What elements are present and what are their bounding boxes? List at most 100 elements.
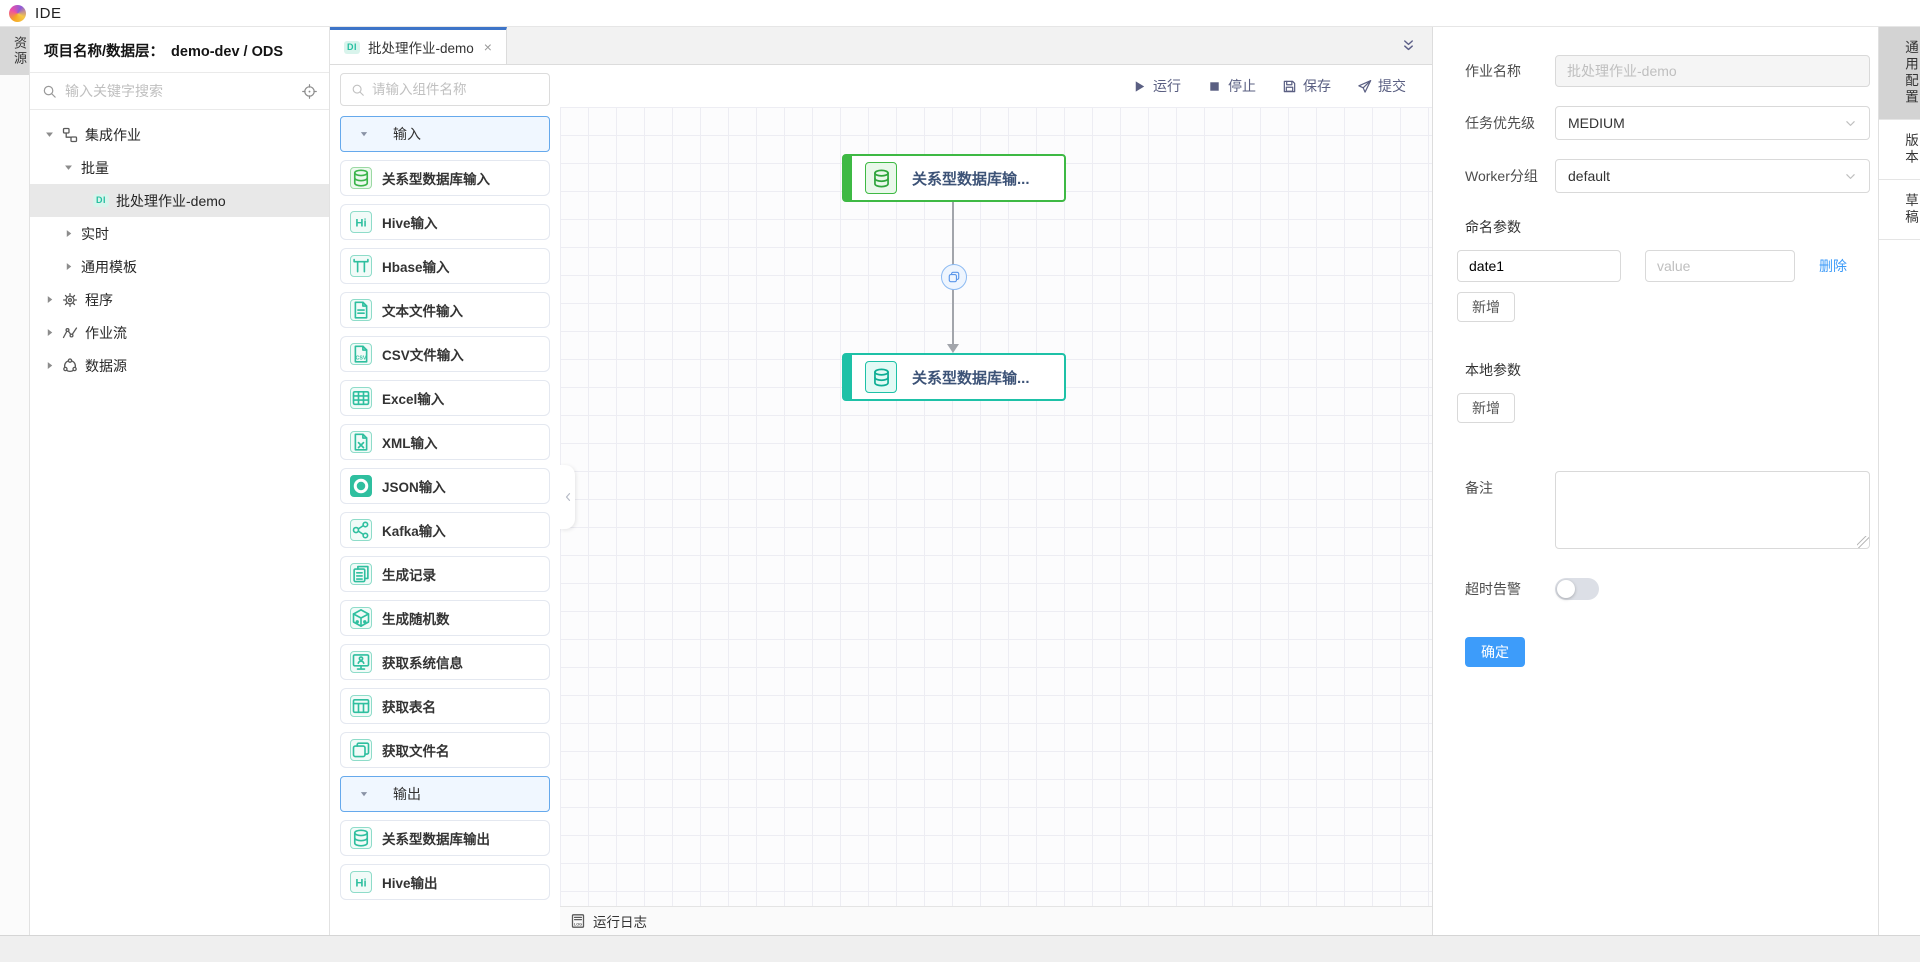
left-tab-resources[interactable]: 资源 — [0, 27, 29, 75]
job-name-input[interactable] — [1555, 55, 1870, 87]
palette-group-header[interactable]: 输入 — [340, 116, 550, 152]
worker-group-select[interactable]: default — [1555, 159, 1870, 193]
edge-copy-badge[interactable] — [941, 264, 967, 290]
caret-right-icon[interactable] — [63, 228, 74, 239]
run-button[interactable]: 运行 — [1132, 76, 1181, 96]
priority-select[interactable]: MEDIUM — [1555, 106, 1870, 140]
timeout-alarm-toggle[interactable] — [1555, 578, 1599, 600]
csv-file-icon: CSV — [350, 343, 372, 365]
named-params-add-button[interactable]: 新增 — [1457, 292, 1515, 322]
locate-icon[interactable] — [302, 83, 317, 99]
priority-label: 任务优先级 — [1465, 115, 1535, 131]
palette-item[interactable]: Hbase输入 — [340, 248, 550, 284]
palette-item-label: Excel输入 — [382, 392, 445, 407]
palette-item-label: 关系型数据库输出 — [382, 832, 490, 847]
caret-right-icon[interactable] — [44, 327, 55, 338]
caret-down-icon — [359, 129, 369, 139]
table-name-icon — [350, 695, 372, 717]
palette-item[interactable]: Excel输入 — [340, 380, 550, 416]
local-params-label: 本地参数 — [1465, 362, 1521, 378]
tree-item[interactable]: 集成作业 — [30, 118, 329, 151]
tree-item[interactable]: 批量 — [30, 151, 329, 184]
param-value-input[interactable] — [1645, 250, 1795, 282]
palette-item[interactable]: XML输入 — [340, 424, 550, 460]
config-panel: 作业名称 任务优先级 MEDIUM Worker分组 default 命名参数 … — [1432, 27, 1878, 935]
right-tab-版本[interactable]: 版本 — [1879, 120, 1920, 180]
palette-item[interactable]: 获取文件名 — [340, 732, 550, 768]
confirm-button[interactable]: 确定 — [1465, 637, 1525, 667]
tabbar-collapse[interactable] — [1385, 27, 1432, 64]
param-key-input[interactable] — [1457, 250, 1621, 282]
caret-right-icon[interactable] — [44, 294, 55, 305]
editor-tabbar: DI 批处理作业-demo × — [330, 27, 1432, 65]
node-label: 关系型数据库输... — [912, 369, 1030, 387]
save-icon — [1282, 79, 1297, 94]
toolbar-button-label: 运行 — [1153, 78, 1181, 94]
palette-collapse-handle[interactable] — [560, 465, 575, 529]
timeout-alarm-label: 超时告警 — [1465, 581, 1521, 597]
palette-item[interactable]: 获取系统信息 — [340, 644, 550, 680]
tree-item[interactable]: 程序 — [30, 283, 329, 316]
palette-item[interactable]: 获取表名 — [340, 688, 550, 724]
palette-item[interactable]: Kafka输入 — [340, 512, 550, 548]
tree-item-label: 程序 — [85, 291, 113, 308]
hive-icon: Hi — [350, 871, 372, 893]
run-log-bar[interactable]: LOG 运行日志 — [560, 906, 1432, 935]
palette-group-header[interactable]: 输出 — [340, 776, 550, 812]
datasource-icon — [62, 357, 78, 374]
gear-icon — [62, 292, 78, 308]
component-search-input[interactable] — [372, 82, 549, 97]
xml-icon — [350, 431, 372, 453]
local-params-add-button[interactable]: 新增 — [1457, 393, 1515, 423]
tree-item[interactable]: 数据源 — [30, 349, 329, 382]
app-title: IDE — [35, 4, 62, 22]
palette-item[interactable]: JSON输入 — [340, 468, 550, 504]
palette-item-label: Hive输入 — [382, 216, 438, 231]
stop-button[interactable]: 停止 — [1207, 76, 1256, 96]
save-button[interactable]: 保存 — [1282, 76, 1331, 96]
tree-item[interactable]: 作业流 — [30, 316, 329, 349]
tree-item[interactable]: 通用模板 — [30, 250, 329, 283]
worker-group-label: Worker分组 — [1465, 168, 1538, 184]
palette-item[interactable]: 关系型数据库输入 — [340, 160, 550, 196]
right-tab-general-config[interactable]: 通用配置 — [1879, 27, 1920, 120]
kafka-icon — [350, 519, 372, 541]
palette-item[interactable]: 生成记录 — [340, 556, 550, 592]
svg-text:CSV: CSV — [356, 355, 367, 361]
node-db-output[interactable]: 关系型数据库输... — [842, 353, 1066, 401]
keyword-search-input[interactable] — [65, 83, 294, 99]
right-tab-草稿[interactable]: 草稿 — [1879, 180, 1920, 240]
param-delete-link[interactable]: 删除 — [1819, 258, 1847, 274]
flow-canvas[interactable]: 关系型数据库输... 关系型数据库输... — [560, 107, 1432, 906]
worker-group-value: default — [1568, 168, 1611, 184]
sysinfo-icon — [350, 651, 372, 673]
node-db-input[interactable]: 关系型数据库输... — [842, 154, 1066, 202]
caret-down-icon[interactable] — [63, 162, 74, 173]
palette-item[interactable]: 关系型数据库输出 — [340, 820, 550, 856]
run-log-label: 运行日志 — [593, 915, 647, 930]
submit-button[interactable]: 提交 — [1357, 76, 1406, 96]
tab-close-icon[interactable]: × — [483, 39, 492, 55]
database-input-icon — [871, 168, 892, 189]
palette-item[interactable]: 生成随机数 — [340, 600, 550, 636]
records-icon — [350, 563, 372, 585]
editor-tab-active[interactable]: DI 批处理作业-demo × — [330, 27, 507, 64]
toolbar-button-label: 停止 — [1228, 78, 1256, 94]
file-name-icon — [350, 739, 372, 761]
app-logo-icon — [9, 4, 26, 22]
caret-down-icon[interactable] — [44, 129, 55, 140]
caret-right-icon[interactable] — [44, 360, 55, 371]
double-chevron-down-icon — [1401, 38, 1416, 53]
caret-right-icon[interactable] — [63, 261, 74, 272]
priority-value: MEDIUM — [1568, 115, 1625, 131]
remark-textarea[interactable] — [1555, 471, 1870, 549]
chevron-left-icon — [562, 491, 574, 503]
palette-item[interactable]: 文本文件输入 — [340, 292, 550, 328]
tree-item[interactable]: 实时 — [30, 217, 329, 250]
palette-item-label: XML输入 — [382, 436, 438, 451]
explorer-panel: 项目名称/数据层：demo-dev / ODS 集成作业批量DI批处理作业-de… — [30, 27, 330, 935]
